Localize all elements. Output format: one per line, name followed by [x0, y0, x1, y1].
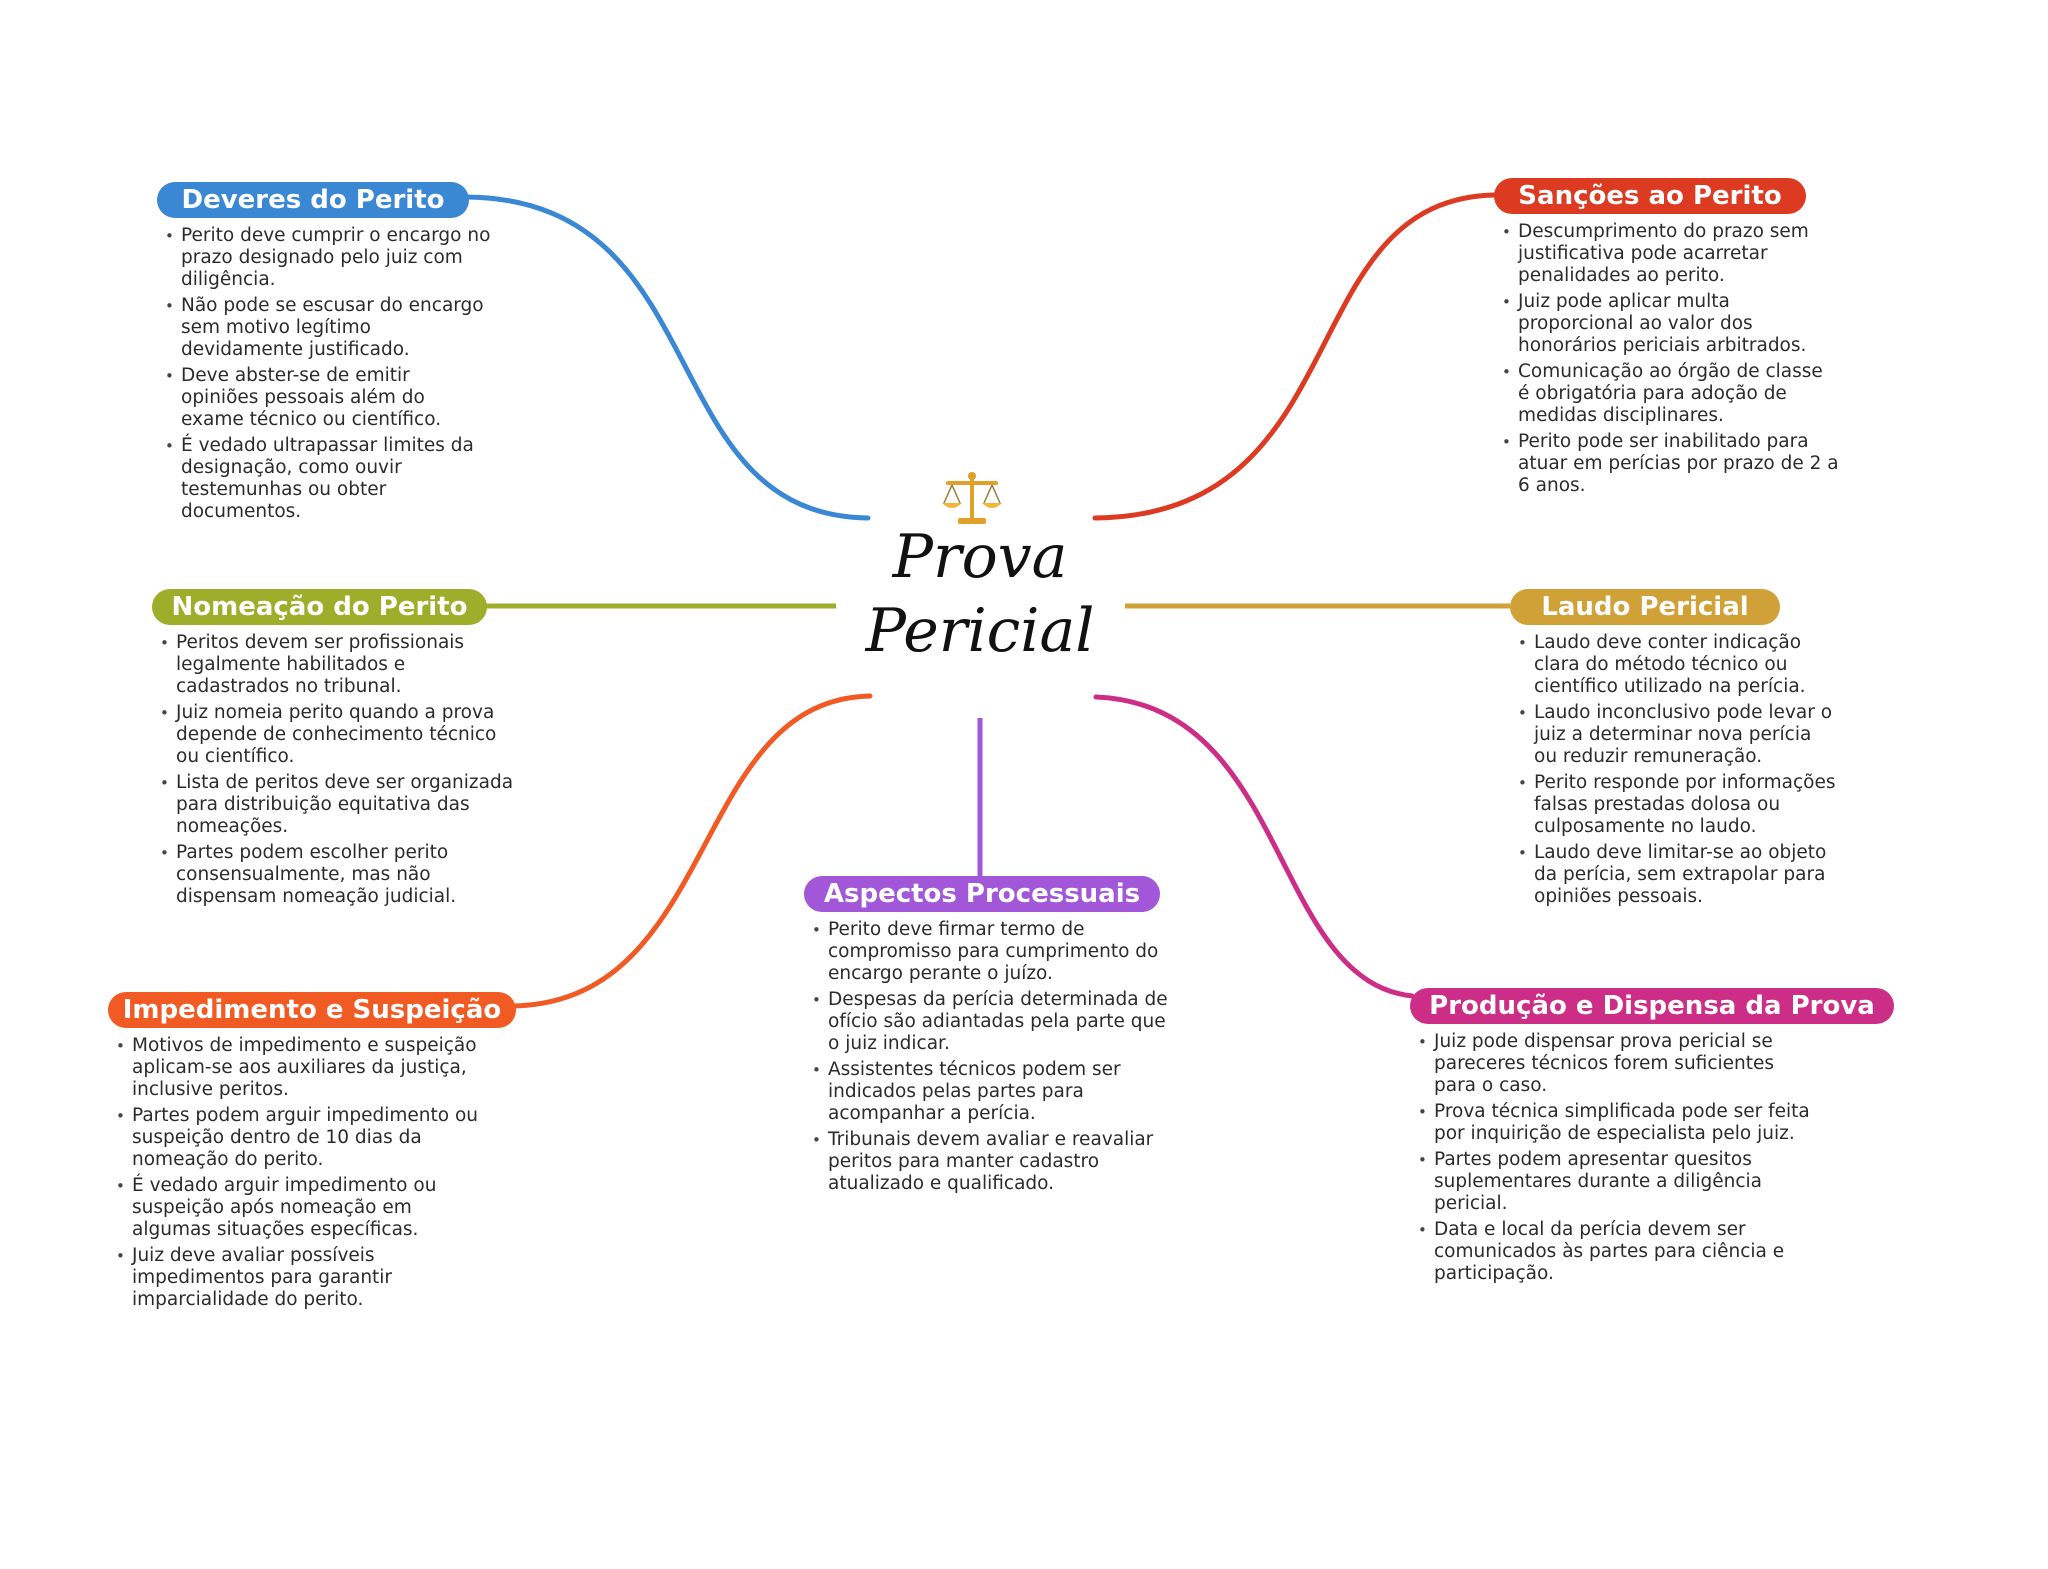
branch-notes-deveres: Perito deve cumprir o encargo no prazo d…	[163, 225, 493, 527]
note-item: Comunicação ao órgão de classe é obrigat…	[1500, 361, 1840, 427]
note-item: Prova técnica simplificada pode ser feit…	[1416, 1101, 1816, 1145]
note-item: Deve abster-se de emitir opiniões pessoa…	[163, 365, 493, 431]
branch-title-nomeacao: Nomeação do Perito	[152, 589, 487, 625]
central-topic-line1: Prova	[892, 522, 1068, 592]
note-item: Partes podem arguir impedimento ou suspe…	[114, 1105, 484, 1171]
branch-title-sancoes: Sanções ao Perito	[1494, 178, 1806, 214]
branch-notes-aspectos: Perito deve firmar termo de compromisso …	[810, 919, 1170, 1199]
branch-notes-nomeacao: Peritos devem ser profissionais legalmen…	[158, 632, 518, 912]
note-item: É vedado arguir impedimento ou suspeição…	[114, 1175, 484, 1241]
balance-scale-icon	[942, 472, 1002, 524]
note-item: Juiz deve avaliar possíveis impedimentos…	[114, 1245, 484, 1311]
branch-title-producao: Produção e Dispensa da Prova	[1410, 988, 1894, 1024]
note-item: Perito responde por informações falsas p…	[1516, 772, 1836, 838]
note-item: Peritos devem ser profissionais legalmen…	[158, 632, 518, 698]
note-item: Tribunais devem avaliar e reavaliar peri…	[810, 1129, 1170, 1195]
note-item: Perito deve firmar termo de compromisso …	[810, 919, 1170, 985]
connector-deveres	[464, 194, 871, 521]
note-item: Despesas da perícia determinada de ofíci…	[810, 989, 1170, 1055]
branch-notes-impedimento: Motivos de impedimento e suspeição aplic…	[114, 1035, 484, 1315]
branch-title-laudo: Laudo Pericial	[1510, 589, 1780, 625]
note-item: É vedado ultrapassar limites da designaç…	[163, 435, 493, 523]
branch-title-impedimento: Impedimento e Suspeição	[108, 992, 516, 1028]
note-item: Juiz pode aplicar multa proporcional ao …	[1500, 291, 1840, 357]
connector-producao	[1093, 694, 1415, 999]
note-item: Assistentes técnicos podem ser indicados…	[810, 1059, 1170, 1125]
note-item: Motivos de impedimento e suspeição aplic…	[114, 1035, 484, 1101]
connector-sancoes	[1092, 192, 1497, 521]
note-item: Laudo inconclusivo pode levar o juiz a d…	[1516, 702, 1836, 768]
branch-title-aspectos: Aspectos Processuais	[804, 876, 1160, 912]
note-item: Não pode se escusar do encargo sem motiv…	[163, 295, 493, 361]
note-item: Juiz pode dispensar prova pericial se pa…	[1416, 1031, 1816, 1097]
branch-notes-laudo: Laudo deve conter indicação clara do mét…	[1516, 632, 1836, 912]
note-item: Juiz nomeia perito quando a prova depend…	[158, 702, 518, 768]
note-item: Perito pode ser inabilitado para atuar e…	[1500, 431, 1840, 497]
branch-notes-sancoes: Descumprimento do prazo sem justificativ…	[1500, 221, 1840, 501]
note-item: Laudo deve conter indicação clara do mét…	[1516, 632, 1836, 698]
note-item: Perito deve cumprir o encargo no prazo d…	[163, 225, 493, 291]
note-item: Laudo deve limitar-se ao objeto da períc…	[1516, 842, 1836, 908]
central-topic: Prova Pericial	[860, 520, 1100, 668]
note-item: Lista de peritos deve ser organizada par…	[158, 772, 518, 838]
connector-impedimento	[512, 693, 873, 1009]
note-item: Data e local da perícia devem ser comuni…	[1416, 1219, 1816, 1285]
note-item: Partes podem escolher perito consensualm…	[158, 842, 518, 908]
note-item: Partes podem apresentar quesitos supleme…	[1416, 1149, 1816, 1215]
central-topic-line2: Pericial	[865, 596, 1095, 666]
note-item: Descumprimento do prazo sem justificativ…	[1500, 221, 1840, 287]
branch-notes-producao: Juiz pode dispensar prova pericial se pa…	[1416, 1031, 1816, 1289]
branch-title-deveres: Deveres do Perito	[157, 182, 469, 218]
